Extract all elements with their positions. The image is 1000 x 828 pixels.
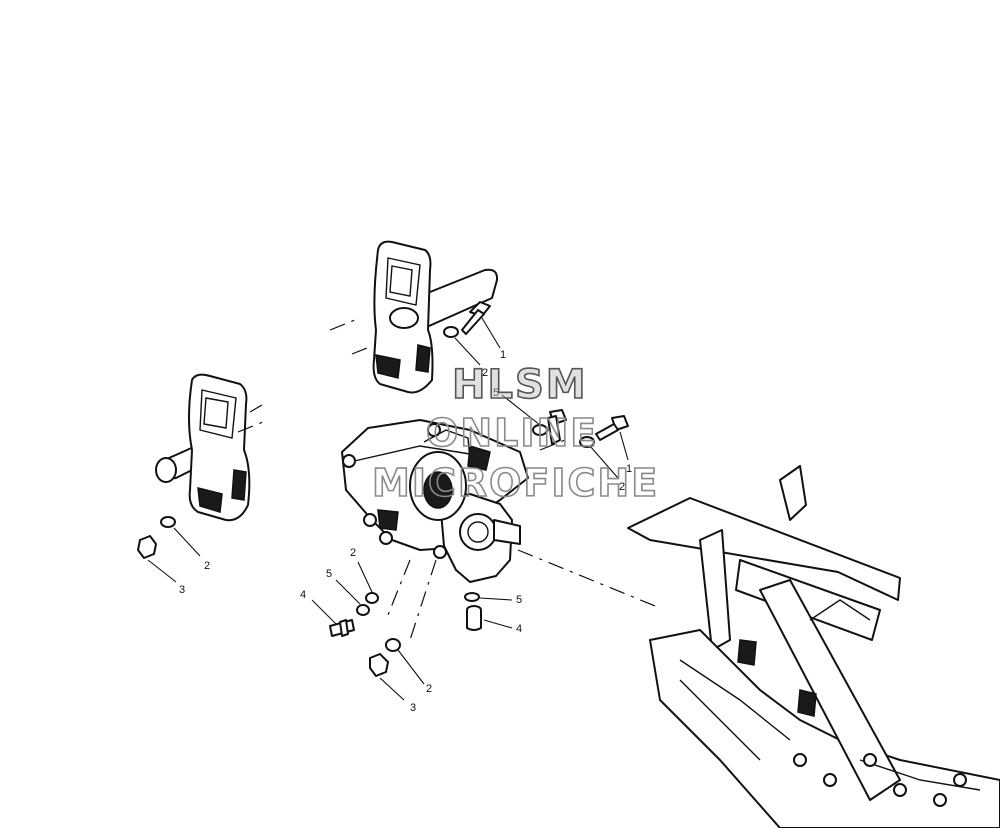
washer-mid-b	[356, 604, 370, 616]
washer-right	[579, 436, 595, 448]
assembly-centerline	[517, 549, 661, 609]
bolt-right	[595, 415, 629, 441]
callout-1-right: 1	[626, 463, 632, 475]
washer-upper-right	[443, 326, 459, 338]
upper-mount-bracket-right	[329, 240, 499, 394]
bolt-alignment-line	[539, 437, 571, 451]
callout-2-right: 2	[619, 481, 625, 493]
callout-4-mid: 4	[300, 589, 306, 601]
bolt-lower-right	[466, 605, 482, 631]
bolt-center	[547, 409, 567, 445]
callout-2-upper: 2	[482, 367, 488, 379]
washer-left	[160, 516, 176, 528]
mount-alignment-lines	[385, 559, 437, 641]
front-gearcase	[341, 419, 529, 583]
washer-lower-right	[464, 592, 480, 602]
vehicle-frame	[627, 465, 1000, 828]
callout-2-lower: 2	[426, 683, 432, 695]
upper-mount-bracket-left	[155, 373, 269, 522]
washer-mid-a	[365, 592, 379, 604]
leader-lines	[147, 317, 629, 701]
callout-5-lower-right: 5	[516, 594, 522, 606]
watermark-line-3: MICROFICHE	[372, 461, 659, 505]
nut-lower	[369, 653, 389, 677]
callout-4-lower-right: 4	[516, 623, 522, 635]
watermark-line-1: HLSM	[452, 362, 588, 408]
watermark: HLSM ONLINE MICROFICHE	[371, 361, 659, 506]
callout-5-upper: 5	[493, 387, 499, 399]
callout-2-mid: 2	[350, 547, 356, 559]
washer-lower	[385, 638, 401, 652]
bolt-upper-right	[461, 301, 491, 335]
callout-1-upper: 1	[500, 349, 506, 361]
bolt-lower-left	[329, 619, 355, 637]
callout-5-mid: 5	[326, 568, 332, 580]
callout-3-lower: 3	[410, 702, 416, 714]
callout-2-left: 2	[204, 560, 210, 572]
callout-labels: 1 2 5 1 2 2 3 2 5 4 5 4 2 3	[179, 349, 632, 714]
nut-left	[137, 535, 157, 559]
callout-3-left: 3	[179, 584, 185, 596]
watermark-line-2: ONLINE	[426, 411, 598, 455]
